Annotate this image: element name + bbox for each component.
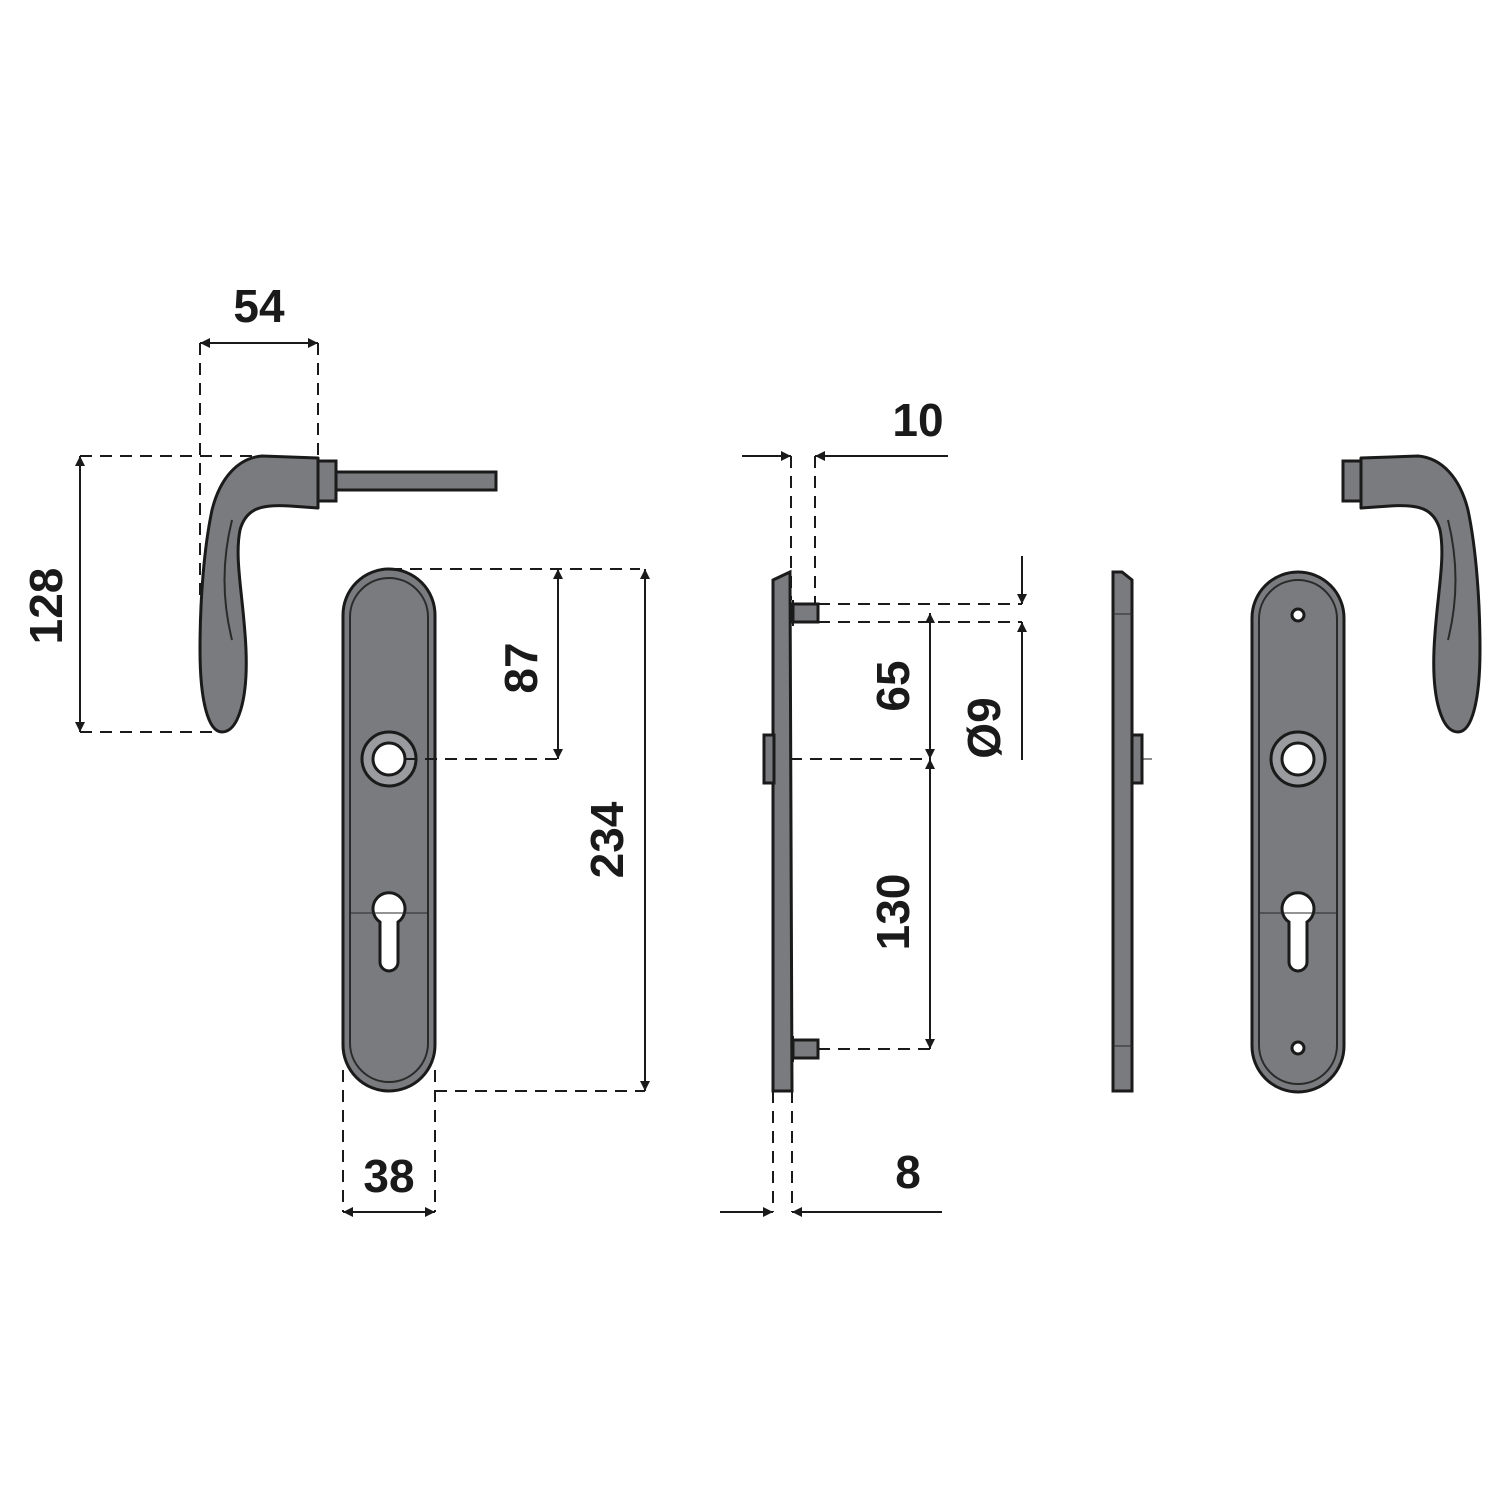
dimension-87: 87 <box>390 568 640 760</box>
dim-label-10: 10 <box>892 394 943 446</box>
plate-profile <box>771 569 794 1093</box>
screw-hole-top <box>1290 607 1306 623</box>
dimension-54: 54 <box>199 280 319 600</box>
plate-inner-edge <box>349 577 429 1083</box>
lever-highlight <box>223 519 233 641</box>
dim-label-87: 87 <box>495 642 547 693</box>
dimension-8: 8 <box>720 1091 942 1217</box>
dim-label-130: 130 <box>867 874 919 951</box>
dimension-38: 38 <box>342 1070 436 1217</box>
plate-side-section <box>762 569 820 1093</box>
plate-side-profile <box>1111 570 1134 1093</box>
dim-label-38: 38 <box>363 1150 414 1202</box>
back-plate-body <box>1250 570 1346 1094</box>
lever-handle-right <box>1359 454 1482 734</box>
handle-collar <box>316 459 338 503</box>
spindle-boss <box>762 733 776 785</box>
handle-left-side-view <box>198 454 498 734</box>
spindle-hole <box>371 741 407 777</box>
dimension-diameter-9: Ø9 <box>958 556 1027 760</box>
dimension-65: 65 <box>790 603 1022 760</box>
screw-pin-top <box>791 602 820 624</box>
spindle-boss-right <box>1130 733 1144 785</box>
plate-body <box>341 567 437 1093</box>
handle-collar-right <box>1341 459 1363 503</box>
dim-label-65: 65 <box>867 660 919 711</box>
back-plate-with-handle <box>1250 570 1346 1094</box>
dim-label-d9: Ø9 <box>958 697 1010 758</box>
handle-right-side-view <box>1341 454 1482 734</box>
lever-highlight-right <box>1447 519 1457 641</box>
back-spindle-hole <box>1280 741 1316 777</box>
dim-label-54: 54 <box>233 280 285 332</box>
lever-handle <box>198 454 320 734</box>
back-plate-inner-edge <box>1258 579 1338 1085</box>
dimension-234: 234 <box>435 569 650 1092</box>
dim-label-8: 8 <box>895 1146 921 1198</box>
screw-hole-bottom <box>1290 1040 1306 1056</box>
front-plate <box>341 567 437 1093</box>
dim-label-234: 234 <box>581 801 633 878</box>
dimension-128: 128 <box>20 455 262 733</box>
spindle-rod <box>331 470 498 492</box>
dimension-10: 10 <box>742 394 948 604</box>
dimension-130: 130 <box>818 759 935 1050</box>
dim-label-128: 128 <box>20 568 72 645</box>
screw-pin-bottom <box>791 1038 820 1060</box>
back-cylinder-cutout <box>1280 891 1316 973</box>
cylinder-cutout <box>371 891 407 973</box>
plate-side-view <box>1111 570 1152 1093</box>
